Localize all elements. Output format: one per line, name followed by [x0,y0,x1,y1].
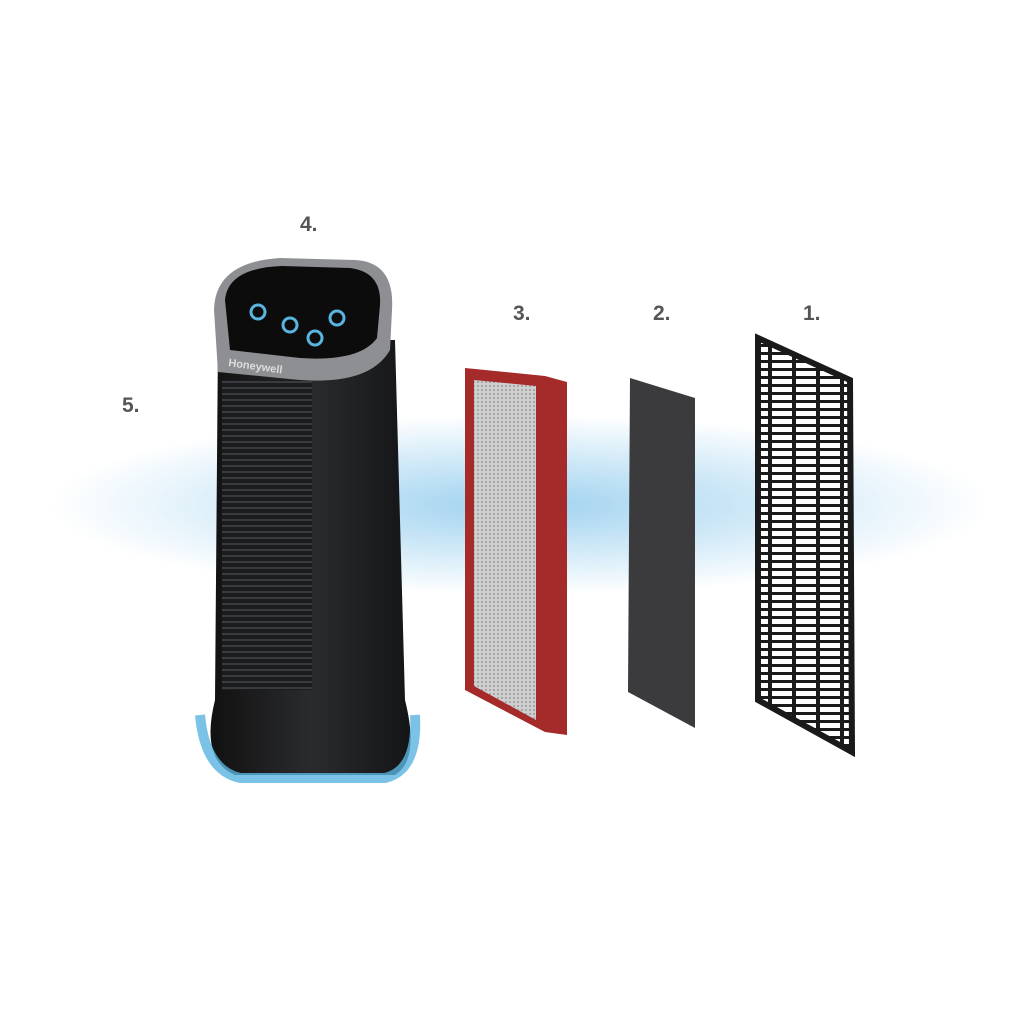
hepa-filter [465,368,567,735]
front-grille [755,333,856,758]
purifier-unit [195,258,421,783]
label-part-5: 5. [122,394,140,417]
pre-filter [628,378,695,728]
label-part-1: 1. [803,302,821,325]
label-part-3: 3. [513,302,531,325]
label-part-4: 4. [300,213,318,236]
label-part-2: 2. [653,302,671,325]
